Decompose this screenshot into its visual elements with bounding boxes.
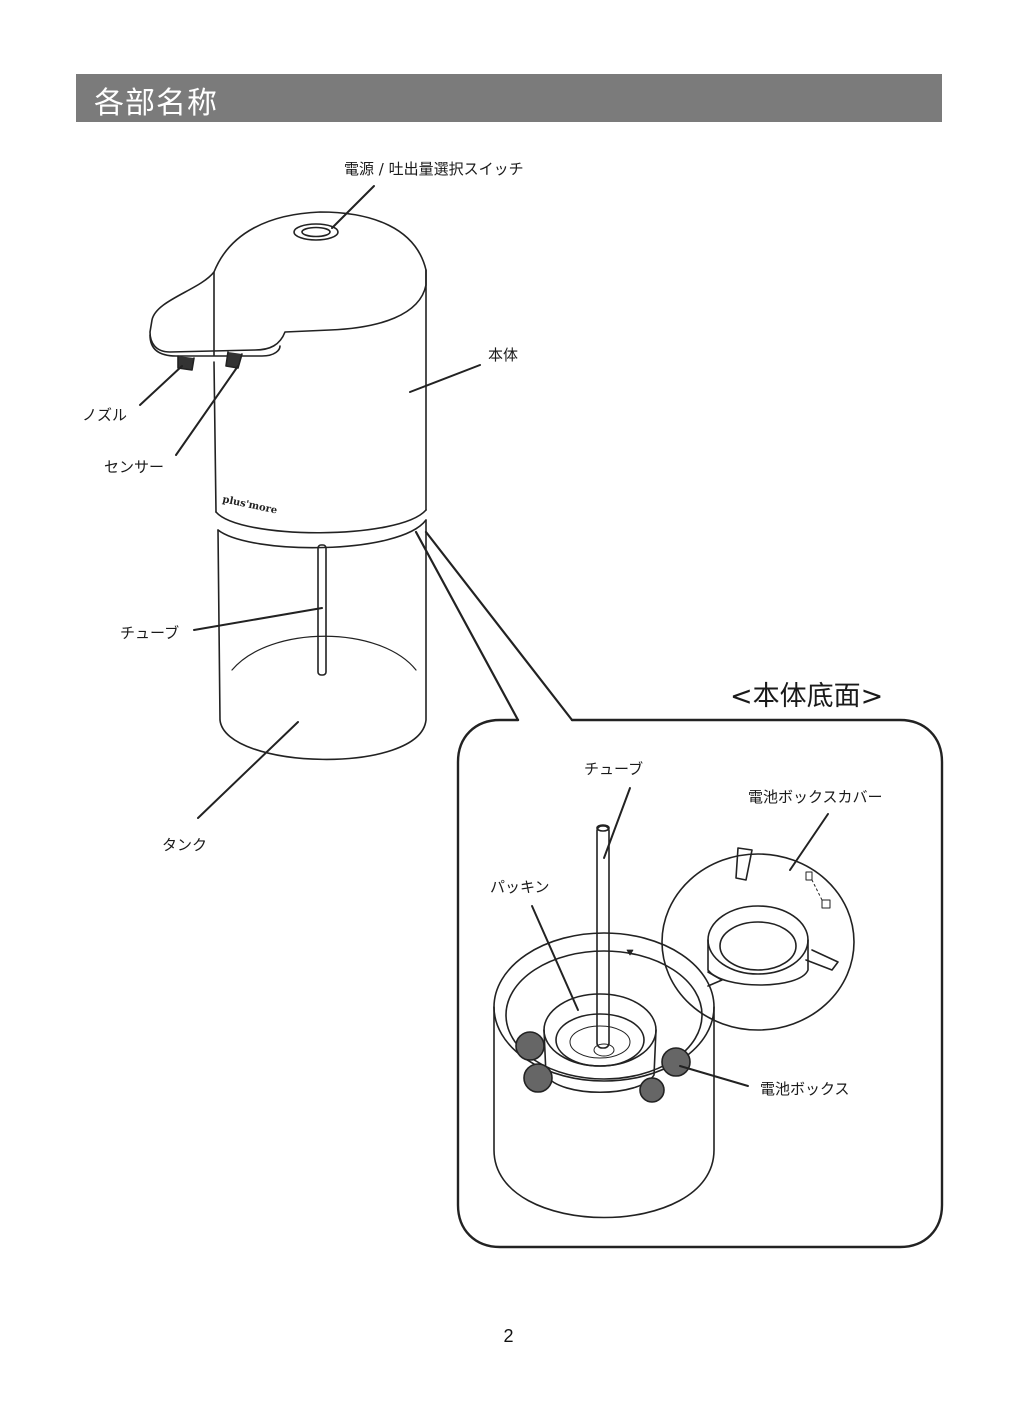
label-tank: タンク	[162, 834, 207, 855]
label-power-switch: 電源 / 吐出量選択スイッチ	[344, 158, 524, 179]
battery-cell	[524, 1064, 552, 1092]
label-sensor: センサー	[104, 456, 164, 477]
battery-cell	[640, 1078, 664, 1102]
label-packing: パッキン	[490, 876, 550, 897]
brand-logo: plus'more	[221, 494, 278, 516]
label-tube: チューブ	[120, 622, 179, 643]
power-switch	[294, 224, 338, 240]
battery-cover	[662, 854, 854, 1030]
dispenser-body	[214, 270, 426, 510]
battery-cell	[516, 1032, 544, 1060]
label-nozzle: ノズル	[82, 404, 127, 425]
label-battery-box: 電池ボックス	[760, 1078, 850, 1099]
sensor	[226, 352, 242, 368]
page-number: 2	[0, 1326, 1017, 1347]
label-body: 本体	[488, 344, 518, 365]
dispenser-head	[150, 212, 426, 352]
label-battery-cover: 電池ボックスカバー	[748, 786, 883, 807]
label-bottom-view-title: <本体底面>	[730, 674, 883, 713]
battery-cell	[662, 1048, 690, 1076]
tube	[318, 545, 326, 675]
tank	[218, 520, 426, 759]
label-bottom-tube: チューブ	[584, 758, 643, 779]
